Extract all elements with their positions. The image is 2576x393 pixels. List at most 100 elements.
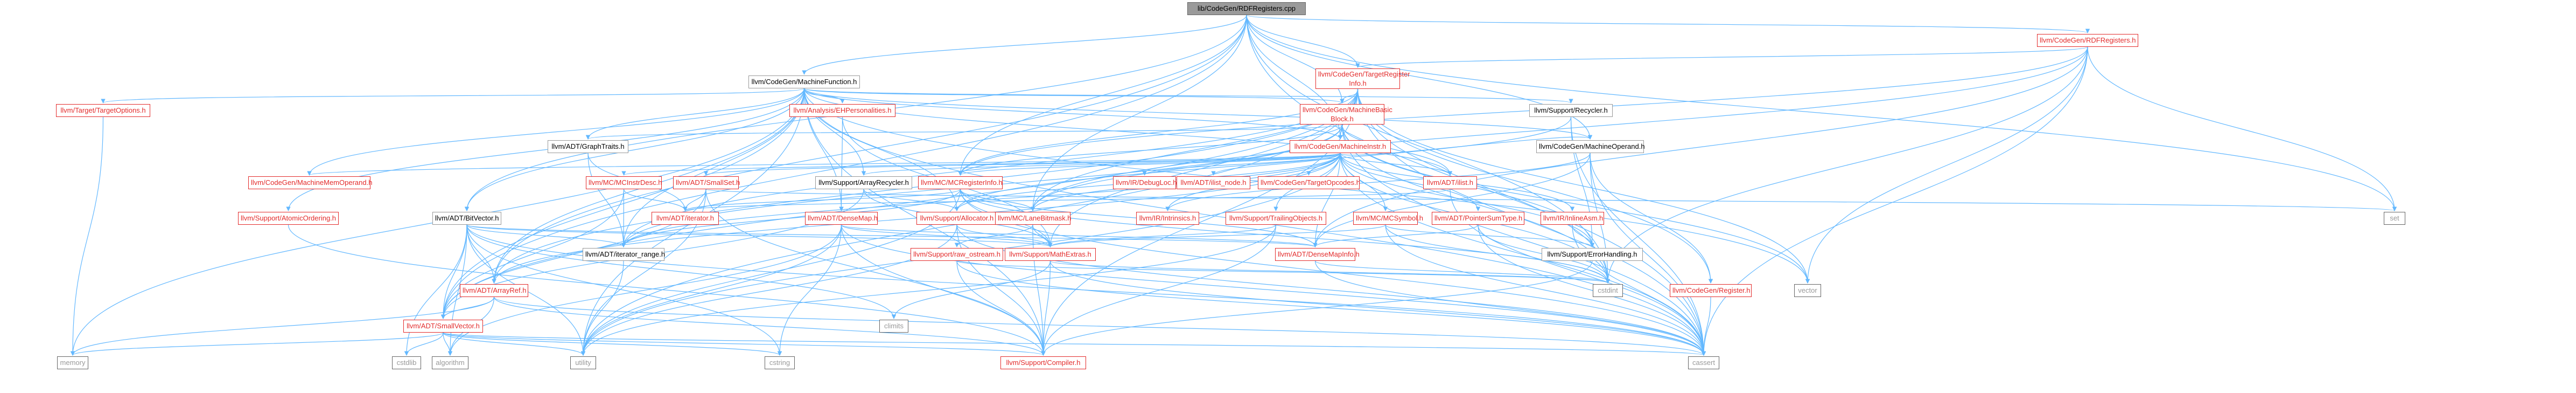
node-memory[interactable]: memory — [57, 356, 88, 369]
node-algorithm[interactable]: algorithm — [432, 356, 468, 369]
node-mcsymbol[interactable]: llvm/MC/MCSymbol.h — [1353, 212, 1423, 225]
node-graphtraits[interactable]: llvm/ADT/GraphTraits.h — [548, 140, 628, 153]
node-ilist[interactable]: llvm/ADT/ilist.h — [1423, 176, 1477, 189]
edge-smallvector-to-memory — [71, 332, 444, 356]
node-label: llvm/CodeGen/TargetRegister — [1318, 70, 1410, 78]
node-cstdlib[interactable]: cstdlib — [392, 356, 421, 369]
node-cassert[interactable]: cassert — [1688, 356, 1719, 369]
node-label: Info.h — [1349, 79, 1367, 87]
node-recycler[interactable]: llvm/Support/Recycler.h — [1529, 104, 1613, 117]
node-climits[interactable]: climits — [879, 320, 908, 333]
node-label: llvm/Support/MathExtras.h — [1009, 250, 1091, 258]
edge-allocator-to-compiler — [956, 224, 1046, 356]
node-densemapinfo[interactable]: llvm/ADT/DenseMapInfo.h — [1275, 248, 1360, 261]
node-mathextras[interactable]: llvm/Support/MathExtras.h — [1005, 248, 1096, 261]
node-utility[interactable]: utility — [570, 356, 596, 369]
node-iterrange[interactable]: llvm/ADT/iterator_range.h — [583, 248, 666, 261]
edge-arrayref-to-cassert — [493, 297, 1706, 356]
node-allocator[interactable]: llvm/Support/Allocator.h — [916, 212, 997, 225]
edge-densemapinfo-to-cassert — [1314, 260, 1706, 356]
node-intrinsics[interactable]: llvm/IR/Intrinsics.h — [1136, 212, 1199, 225]
node-label: llvm/ADT/iterator_range.h — [585, 250, 666, 258]
edge-targetopts-to-memory — [70, 116, 104, 356]
node-vector[interactable]: vector — [1794, 284, 1821, 297]
edge-ilist-to-iterator — [683, 189, 1451, 211]
edge-densemapinfo-to-cstdint — [1314, 260, 1610, 284]
node-label: llvm/CodeGen/MachineOperand.h — [1539, 142, 1645, 150]
edge-mi-to-debugloc — [1142, 153, 1341, 176]
node-label: lib/CodeGen/RDFRegisters.cpp — [1197, 4, 1296, 12]
node-label: llvm/CodeGen/MachineMemOperand.h — [251, 178, 373, 187]
edge-atomic-to-compiler — [288, 224, 1046, 356]
node-smallset[interactable]: llvm/ADT/SmallSet.h — [673, 176, 740, 189]
node-lanebitmask[interactable]: llvm/MC/LaneBitmask.h — [995, 212, 1072, 225]
node-label: llvm/MC/MCRegisterInfo.h — [921, 178, 1003, 187]
node-arrayrecycler[interactable]: llvm/Support/ArrayRecycler.h — [815, 176, 912, 189]
edge-mi-to-mmo — [307, 153, 1341, 176]
edge-root-to-set — [1246, 15, 2397, 211]
edge-root-to-mop — [1246, 15, 1593, 140]
node-rdfreg[interactable]: llvm/CodeGen/RDFRegisters.h — [2037, 34, 2138, 47]
node-label: llvm/ADT/SmallSet.h — [676, 178, 740, 187]
edge-ehpers-to-densemap — [839, 116, 844, 211]
node-label: set — [2390, 214, 2399, 222]
edge-mf-to-bitvector — [464, 88, 805, 211]
node-label: llvm/Support/AtomicOrdering.h — [241, 214, 337, 222]
node-label: llvm/MC/MCInstrDesc.h — [589, 178, 662, 187]
node-atomic[interactable]: llvm/Support/AtomicOrdering.h — [238, 212, 339, 225]
node-mop[interactable]: llvm/CodeGen/MachineOperand.h — [1536, 140, 1645, 153]
node-compiler[interactable]: llvm/Support/Compiler.h — [1000, 356, 1086, 369]
node-mf[interactable]: llvm/CodeGen/MachineFunction.h — [748, 75, 860, 88]
edge-mi-to-iterrange — [621, 153, 1341, 247]
node-label: llvm/Support/ArrayRecycler.h — [818, 178, 909, 187]
edge-bitvector-to-densemapinfo — [466, 224, 1318, 247]
edge-arrayrecycler-to-allocator — [863, 189, 960, 211]
edge-root-to-lanebitmask — [1030, 15, 1247, 211]
node-label: llvm/Support/Allocator.h — [920, 214, 994, 222]
node-ptrsumtype[interactable]: llvm/ADT/PointerSumType.h — [1432, 212, 1524, 225]
node-mcinstrdesc[interactable]: llvm/MC/MCInstrDesc.h — [586, 176, 662, 189]
node-bitvector[interactable]: llvm/ADT/BitVector.h — [432, 212, 501, 225]
edge-mi-to-cassert — [1340, 153, 1706, 356]
node-label: llvm/Support/Compiler.h — [1006, 358, 1081, 367]
node-arrayref[interactable]: llvm/ADT/ArrayRef.h — [460, 284, 528, 297]
node-mmo[interactable]: llvm/CodeGen/MachineMemOperand.h — [248, 176, 373, 189]
node-register[interactable]: llvm/CodeGen/Register.h — [1670, 284, 1752, 297]
node-mi[interactable]: llvm/CodeGen/MachineInstr.h — [1290, 140, 1391, 153]
edge-mathextras-to-compiler — [1041, 260, 1051, 356]
edge-densemap-to-utility — [580, 224, 842, 356]
node-label: llvm/ADT/BitVector.h — [435, 214, 499, 222]
edge-recycler-to-errorhandling — [1570, 116, 1595, 247]
node-set[interactable]: set — [2384, 212, 2405, 225]
edge-densemap-to-densemapinfo — [841, 224, 1318, 247]
node-errorhandling[interactable]: llvm/Support/ErrorHandling.h — [1542, 248, 1643, 261]
edge-recycler-to-allocator — [954, 116, 1572, 211]
edge-trailing-to-mathextras — [1048, 224, 1277, 247]
node-tgtopcodes[interactable]: llvm/CodeGen/TargetOpcodes.h — [1258, 176, 1360, 189]
node-mcreginfo[interactable]: llvm/MC/MCRegisterInfo.h — [918, 176, 1003, 189]
node-ilistnode[interactable]: llvm/ADT/ilist_node.h — [1177, 176, 1250, 189]
node-debugloc[interactable]: llvm/IR/DebugLoc.h — [1113, 176, 1177, 189]
edge-smallvector-to-compiler — [443, 332, 1046, 356]
node-label: llvm/ADT/DenseMapInfo.h — [1278, 250, 1360, 258]
edge-mcsymbol-to-cassert — [1385, 224, 1706, 356]
edge-mf-to-mi — [803, 88, 1343, 140]
node-targetopts[interactable]: llvm/Target/TargetOptions.h — [56, 104, 150, 117]
node-smallvector[interactable]: llvm/ADT/SmallVector.h — [403, 320, 483, 333]
node-ehpers[interactable]: llvm/Analysis/EHPersonalities.h — [789, 104, 895, 117]
node-label: cstdint — [1598, 286, 1618, 294]
edge-mathextras-to-cstdint — [1049, 260, 1610, 284]
node-cstdint[interactable]: cstdint — [1593, 284, 1623, 297]
node-label: llvm/ADT/DenseMap.h — [808, 214, 878, 222]
node-ostream[interactable]: llvm/Support/raw_ostream.h — [911, 248, 1003, 261]
node-label: llvm/IR/Intrinsics.h — [1139, 214, 1196, 222]
node-densemap[interactable]: llvm/ADT/DenseMap.h — [805, 212, 878, 225]
node-label: llvm/CodeGen/Register.h — [1672, 286, 1751, 294]
node-inlineasm[interactable]: llvm/IR/InlineAsm.h — [1541, 212, 1604, 225]
node-cstring[interactable]: cstring — [765, 356, 795, 369]
edge-densemap-to-mathextras — [841, 224, 1053, 247]
node-iterator[interactable]: llvm/ADT/iterator.h — [652, 212, 719, 225]
node-trailing[interactable]: llvm/Support/TrailingObjects.h — [1226, 212, 1326, 225]
